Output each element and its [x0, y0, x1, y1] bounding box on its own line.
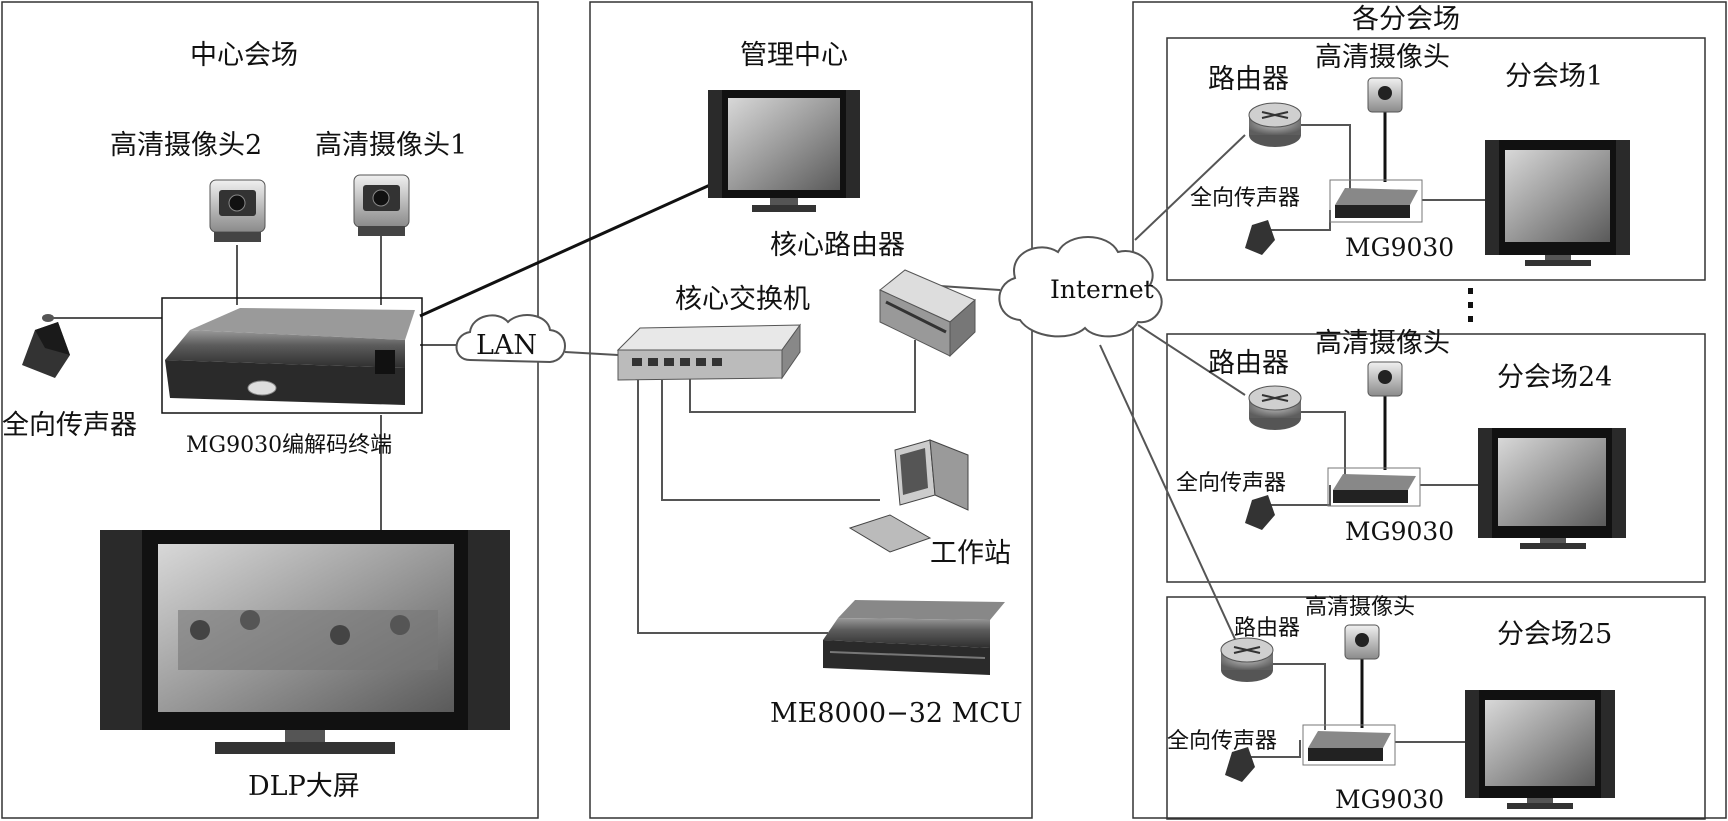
site1-terminal-label: MG9030 — [1345, 233, 1454, 262]
site1-camera-label: 高清摄像头 — [1315, 42, 1450, 73]
branch-sites-frame — [1132, 1, 1727, 819]
workstation-icon — [848, 439, 969, 553]
center-venue-title: 中心会场 — [190, 40, 298, 71]
omni-mic-center-icon — [22, 314, 70, 378]
site1-router-label: 路由器 — [1208, 64, 1289, 95]
site25-monitor-icon — [1465, 690, 1615, 809]
lan-label: LAN — [476, 330, 537, 361]
site25-camera-icon — [1344, 624, 1380, 660]
more-sites-ellipsis — [1468, 288, 1473, 322]
site24-terminal-label: MG9030 — [1345, 517, 1454, 546]
mcu-label: ME8000−32 MCU — [770, 698, 1023, 729]
hd-camera-1-icon — [353, 174, 410, 236]
mg9030-codec-icon — [161, 297, 423, 414]
dlp-screen-icon — [100, 530, 510, 754]
site25-name: 分会场25 — [1497, 619, 1612, 650]
site24-frame — [1166, 333, 1706, 583]
connections — [50, 112, 1485, 758]
site25-mic-label: 全向传声器 — [1167, 729, 1277, 754]
workstation-label: 工作站 — [930, 538, 1011, 569]
site1-mic-label: 全向传声器 — [1190, 186, 1300, 211]
site24-camera-icon — [1367, 361, 1403, 397]
site24-mic-label: 全向传声器 — [1176, 471, 1286, 496]
site24-monitor-icon — [1478, 428, 1626, 549]
omni-mic-center-label: 全向传声器 — [2, 410, 137, 441]
management-center-frame — [589, 1, 1033, 819]
center-venue-frame — [1, 1, 539, 819]
internet-label: Internet — [1050, 275, 1154, 304]
site25-router-icon — [1220, 637, 1274, 682]
site1-camera-icon — [1367, 77, 1403, 113]
mcu-icon — [823, 600, 1005, 675]
branch-sites-title: 各分会场 — [1352, 4, 1460, 35]
hd-camera-1-label: 高清摄像头1 — [315, 130, 467, 161]
site24-mic-icon — [1245, 495, 1275, 530]
site25-terminal-label: MG9030 — [1335, 785, 1444, 814]
core-switch-label: 核心交换机 — [675, 284, 810, 315]
site24-name: 分会场24 — [1497, 362, 1612, 393]
management-monitor-icon — [708, 90, 860, 212]
site1-terminal-icon — [1329, 179, 1423, 223]
lan-cloud-icon — [455, 314, 566, 364]
site25-mic-icon — [1225, 747, 1255, 782]
site24-camera-label: 高清摄像头 — [1315, 328, 1450, 359]
site25-frame — [1166, 596, 1706, 820]
site1-router-icon — [1248, 102, 1302, 147]
core-switch-icon — [616, 323, 801, 381]
site24-router-label: 路由器 — [1208, 348, 1289, 379]
site25-camera-label: 高清摄像头 — [1305, 595, 1415, 620]
mg9030-codec-label: MG9030编解码终端 — [186, 433, 392, 458]
site1-frame — [1166, 37, 1706, 281]
site24-router-icon — [1248, 385, 1302, 430]
dlp-screen-label: DLP大屏 — [248, 771, 360, 802]
management-center-title: 管理中心 — [740, 40, 848, 71]
core-router-label: 核心路由器 — [770, 230, 905, 261]
core-router-icon — [879, 269, 976, 358]
site1-mic-icon — [1245, 220, 1275, 255]
site1-monitor-icon — [1485, 140, 1630, 266]
site25-terminal-icon — [1302, 724, 1396, 766]
site24-terminal-icon — [1327, 467, 1421, 507]
site1-name: 分会场1 — [1505, 61, 1603, 92]
hd-camera-2-icon — [209, 179, 266, 242]
hd-camera-2-label: 高清摄像头2 — [110, 130, 262, 161]
internet-cloud-icon — [998, 236, 1163, 338]
site25-router-label: 路由器 — [1234, 616, 1300, 641]
